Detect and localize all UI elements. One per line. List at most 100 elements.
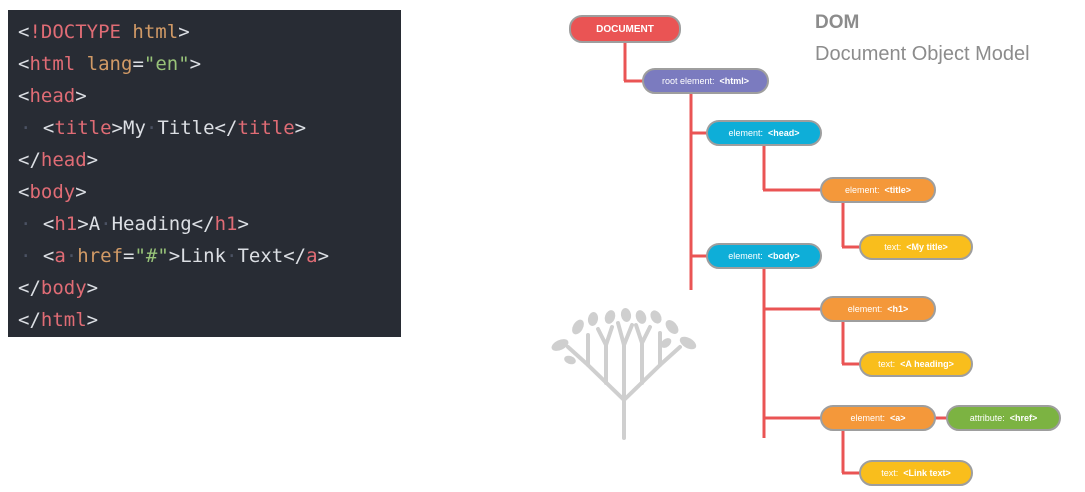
code-token: < — [18, 181, 30, 203]
node-tag: <title> — [884, 185, 912, 195]
node-tag: <My title> — [906, 242, 948, 252]
code-line: <html lang="en"> — [8, 48, 401, 80]
code-token: Heading — [111, 213, 192, 235]
code-token: · — [20, 245, 43, 267]
code-token: href — [77, 245, 124, 267]
node-body: element: <body> — [706, 243, 822, 269]
code-token: > — [75, 85, 87, 107]
node-label: text: — [881, 468, 899, 478]
code-token: body — [29, 181, 76, 203]
code-line: </head> — [8, 144, 401, 176]
node-tag: <head> — [768, 128, 800, 138]
code-token: Link — [180, 245, 227, 267]
node-h1: element: <h1> — [820, 296, 936, 322]
node-title-text: text: <My title> — [859, 234, 973, 260]
code-editor-panel: <!DOCTYPE html><html lang="en"><head>· <… — [8, 10, 401, 337]
node-tag: <a> — [890, 413, 906, 423]
code-line: · <title>My·Title</title> — [8, 112, 401, 144]
code-line: <body> — [8, 176, 401, 208]
code-line: </html> — [8, 304, 401, 336]
node-root-html: root element: <html> — [642, 68, 769, 94]
code-token: = — [132, 53, 144, 75]
node-tag: <href> — [1009, 413, 1038, 423]
code-token: < — [18, 21, 30, 43]
node-label: attribute: — [969, 413, 1005, 423]
node-tag: <h1> — [887, 304, 909, 314]
code-token: </ — [18, 277, 41, 299]
node-tag: <body> — [767, 251, 800, 261]
node-label: root element: — [661, 76, 715, 86]
node-label: element: — [728, 251, 763, 261]
code-token: · — [20, 117, 43, 139]
code-token: html — [40, 309, 87, 331]
code-token: a — [54, 245, 66, 267]
code-token: !DOCTYPE — [29, 21, 121, 43]
node-label: element: — [844, 185, 880, 195]
node-a-text: text: <Link text> — [859, 460, 973, 486]
code-token: · — [20, 213, 43, 235]
code-token: Text — [237, 245, 284, 267]
code-token: < — [18, 85, 30, 107]
code-token: > — [86, 277, 99, 299]
code-token: > — [86, 309, 99, 331]
code-line: · <a·href="#">Link·Text</a> — [8, 240, 401, 272]
code-token: > — [86, 149, 99, 171]
code-token: > — [168, 245, 181, 267]
code-token: > — [77, 213, 89, 235]
code-token: head — [40, 149, 87, 171]
code-token: h1 — [54, 213, 78, 235]
code-token: </ — [18, 149, 41, 171]
node-label: element: — [850, 413, 885, 423]
code-token: · — [100, 213, 112, 235]
code-token: < — [42, 245, 55, 267]
node-tag: <A heading> — [900, 359, 954, 369]
node-document-label: DOCUMENT — [596, 23, 654, 35]
code-token: </ — [18, 309, 41, 331]
code-token: title — [237, 117, 295, 139]
code-line: </body> — [8, 272, 401, 304]
code-token: A — [88, 213, 101, 235]
code-token: </ — [214, 117, 238, 139]
code-token: html — [132, 21, 179, 43]
code-token: body — [40, 277, 87, 299]
node-tag: <Link text> — [903, 468, 951, 478]
code-token: = — [123, 245, 135, 267]
code-token: </ — [191, 213, 215, 235]
code-token: html — [29, 53, 76, 75]
code-token: "en" — [143, 53, 190, 75]
code-line: <head> — [8, 80, 401, 112]
node-head: element: <head> — [706, 120, 822, 146]
code-token: · — [226, 245, 238, 267]
code-token: h1 — [214, 213, 238, 235]
code-token: > — [294, 117, 307, 139]
code-token: head — [29, 85, 76, 107]
tree-icon — [551, 308, 697, 440]
code-token: > — [189, 53, 202, 75]
code-token: "#" — [134, 245, 169, 267]
code-token: < — [42, 117, 55, 139]
node-h1-text: text:<A heading> — [859, 351, 973, 377]
code-token: > — [75, 181, 87, 203]
code-token: · — [145, 117, 158, 139]
code-token: lang — [86, 53, 133, 75]
node-label: element: — [728, 128, 763, 138]
code-token: > — [237, 213, 249, 235]
dom-subtitle: Document Object Model — [815, 43, 1030, 65]
code-line: <!DOCTYPE html> — [8, 16, 401, 48]
code-token: My — [123, 117, 146, 139]
node-label: element: — [847, 304, 883, 314]
node-a-attribute: attribute: <href> — [946, 405, 1061, 431]
node-label: text: — [884, 242, 902, 252]
code-token: a — [306, 245, 318, 267]
node-document: DOCUMENT — [569, 15, 681, 43]
code-token: > — [111, 117, 123, 139]
node-tag: <html> — [719, 76, 750, 86]
code-token: Title — [157, 117, 215, 139]
code-token: > — [317, 245, 330, 267]
node-a: element: <a> — [820, 405, 936, 431]
code-token: title — [54, 117, 112, 139]
code-token: · — [65, 245, 78, 267]
code-token: > — [178, 21, 190, 43]
code-line: · <h1>A·Heading</h1> — [8, 208, 401, 240]
